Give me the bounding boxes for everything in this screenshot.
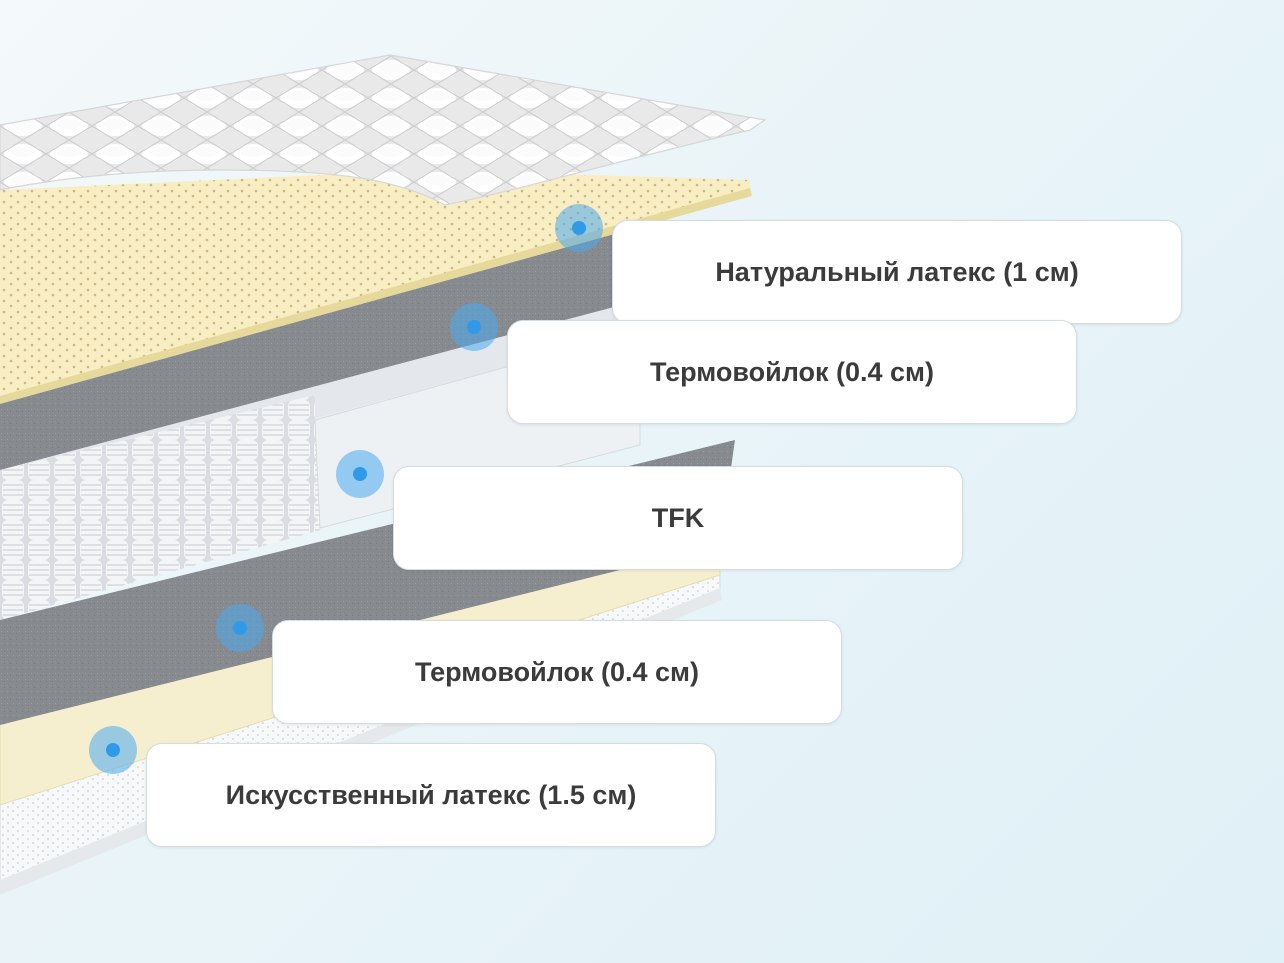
layer-label-tfk[interactable]: TFK xyxy=(393,466,963,570)
layer-label-text: Натуральный латекс (1 см) xyxy=(715,256,1079,287)
hotspot-tfk[interactable] xyxy=(336,450,384,498)
layer-label-natural-latex[interactable]: Натуральный латекс (1 см) xyxy=(612,220,1182,324)
hotspot-upper-felt[interactable] xyxy=(450,303,498,351)
quilted-cover xyxy=(0,54,767,206)
layer-label-text: Термовойлок (0.4 см) xyxy=(414,656,700,687)
layer-label-text: TFK xyxy=(651,502,705,533)
layer-label-text: Термовойлок (0.4 см) xyxy=(649,356,935,387)
spring-block-front xyxy=(0,420,320,620)
spring-block-pocket-top xyxy=(0,395,315,505)
layer-label-upper-felt[interactable]: Термовойлок (0.4 см) xyxy=(507,320,1077,424)
hotspot-natural-latex[interactable] xyxy=(555,204,603,252)
hotspot-artificial-latex[interactable] xyxy=(89,726,137,774)
layer-label-text: Искусственный латекс (1.5 см) xyxy=(225,779,637,810)
hotspot-lower-felt[interactable] xyxy=(216,604,264,652)
upper-felt-layer xyxy=(0,220,660,470)
layer-label-artificial-latex[interactable]: Искусственный латекс (1.5 см) xyxy=(146,743,716,847)
layer-label-lower-felt[interactable]: Термовойлок (0.4 см) xyxy=(272,620,842,724)
